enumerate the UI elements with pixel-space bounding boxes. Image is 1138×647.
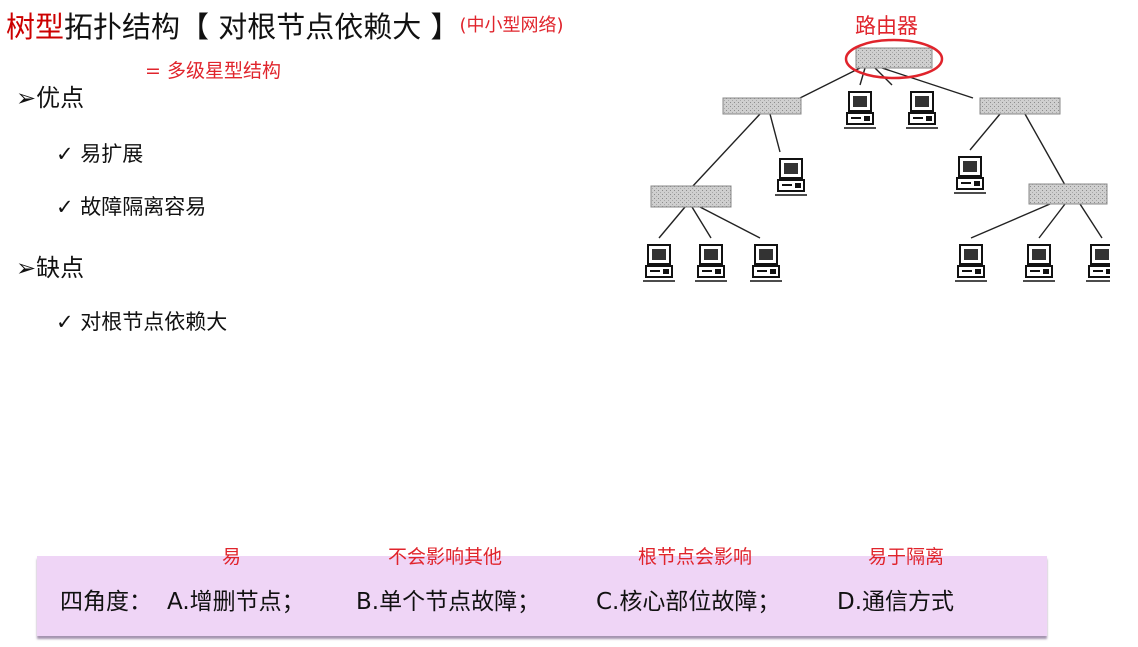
- arrow-bullet-icon: ➢: [16, 254, 37, 282]
- option-c-note: 根节点会影响: [638, 546, 753, 568]
- computer-icon: [954, 244, 988, 282]
- page-title: 树型拓扑结构【 对根节点依赖大 】(中小型网络): [6, 8, 564, 45]
- pros-item: ✓ 故障隔离容易: [56, 191, 206, 221]
- computer-icon: [749, 244, 783, 282]
- pros-heading-text: 优点: [36, 84, 85, 112]
- check-icon: ✓: [56, 195, 81, 219]
- cons-heading-text: 缺点: [36, 254, 85, 282]
- cable-lines: [658, 67, 1103, 239]
- option-c: C.核心部位故障；: [596, 589, 781, 615]
- arrow-bullet-icon: ➢: [16, 84, 37, 112]
- cons-heading: ➢缺点: [16, 248, 84, 283]
- computer-icon: [694, 244, 728, 282]
- hub-bottom-right: [1028, 183, 1108, 205]
- option-d: D.通信方式: [837, 589, 955, 615]
- router-highlight-ellipse: [844, 38, 944, 80]
- computer-icon: [642, 244, 676, 282]
- hub-bottom-left: [650, 185, 732, 208]
- computer-icon: [1022, 244, 1056, 282]
- pros-item: ✓ 易扩展: [56, 138, 143, 168]
- equivalence-note: = 多级星型结构: [145, 60, 281, 82]
- cons-item: ✓ 对根节点依赖大: [56, 306, 227, 336]
- four-angles-box: [37, 556, 1047, 636]
- root-router: [855, 47, 933, 69]
- computer-icon: [953, 156, 987, 194]
- option-a: A.增删节点；: [167, 589, 305, 615]
- computer-icon: [774, 158, 808, 196]
- check-icon: ✓: [56, 142, 81, 166]
- check-icon: ✓: [56, 310, 81, 334]
- cons-item-text: 对根节点依赖大: [80, 310, 228, 334]
- option-d-note: 易于隔离: [868, 546, 945, 568]
- title-subtitle: (中小型网络): [459, 15, 564, 36]
- four-angles-label: 四角度：: [60, 589, 152, 615]
- title-highlight: 树型: [6, 10, 65, 44]
- pros-item-text: 易扩展: [80, 142, 144, 166]
- option-a-note: 易: [222, 546, 242, 568]
- computer-icon: [1085, 244, 1110, 282]
- pros-item-text: 故障隔离容易: [80, 195, 207, 219]
- option-b: B.单个节点故障；: [356, 589, 541, 615]
- hub-left: [722, 97, 802, 115]
- computer-icon: [905, 91, 939, 129]
- router-label: 路由器: [855, 14, 918, 38]
- option-b-note: 不会影响其他: [388, 546, 503, 568]
- tree-topology-diagram: [642, 38, 1110, 282]
- title-main: 拓扑结构【 对根节点依赖大 】: [64, 10, 460, 44]
- hub-right: [979, 97, 1061, 115]
- pros-heading: ➢优点: [16, 78, 84, 113]
- computer-icon: [843, 91, 877, 129]
